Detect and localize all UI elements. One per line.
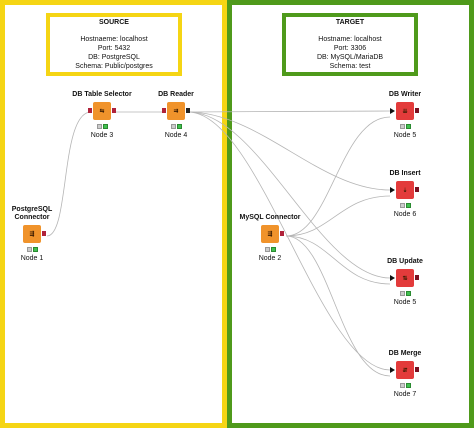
target-port: Port: 3306 xyxy=(333,45,367,52)
node-id: Node 5 xyxy=(393,132,417,139)
link-reader-to-insert xyxy=(187,111,391,191)
link-mysql-to-update xyxy=(285,235,391,285)
target-hostname: Hostname: localhost xyxy=(318,36,382,43)
node-id: Node 6 xyxy=(393,211,417,218)
db-writer-icon: ⇊ xyxy=(390,102,419,120)
link-mysql-to-merge xyxy=(285,235,391,377)
node-status-lights xyxy=(261,247,279,252)
node-id: Node 4 xyxy=(164,132,188,139)
node-label: DB Table Selector xyxy=(72,91,132,98)
node-id: Node 3 xyxy=(90,132,114,139)
node-status-lights xyxy=(396,124,414,129)
node-status-lights xyxy=(167,124,185,129)
node-id: Node 5 xyxy=(393,299,417,306)
node-label: DB Reader xyxy=(158,91,194,98)
node-label: DB Update xyxy=(387,258,423,265)
node-label: Connector xyxy=(14,214,50,221)
node-label: MySQL Connector xyxy=(239,214,301,221)
node-label: DB Writer xyxy=(388,91,422,98)
source-hostname: Hostnaeme: localhost xyxy=(80,36,148,43)
source-title: SOURCE xyxy=(99,19,129,26)
node-mysql-connector[interactable]: MySQL Connector ⇶ Node 2 xyxy=(235,214,305,263)
target-db: DB: MySQL/MariaDB xyxy=(316,54,384,61)
link-reader-to-writer xyxy=(187,110,391,113)
source-region xyxy=(0,0,227,428)
node-id: Node 2 xyxy=(258,255,282,262)
source-schema: Schema: Public/postgres xyxy=(75,63,153,70)
database-connector-icon: ⇶ xyxy=(261,225,284,243)
db-reader-icon: ⇉ xyxy=(162,102,190,120)
node-id: Node 7 xyxy=(393,391,417,398)
table-selector-icon: ⇆ xyxy=(88,102,116,120)
node-db-table-selector[interactable]: DB Table Selector ⇆ Node 3 xyxy=(67,91,137,140)
db-update-icon: ⇅ xyxy=(390,269,419,287)
node-label: DB Insert xyxy=(389,170,421,177)
link-reader-to-update xyxy=(187,111,391,279)
db-merge-icon: ⇵ xyxy=(390,361,419,379)
node-status-lights xyxy=(93,124,111,129)
link-mysql-to-writer xyxy=(285,116,391,237)
database-connector-icon: ⇶ xyxy=(23,225,46,243)
target-title: TARGET xyxy=(335,19,365,26)
node-db-update[interactable]: DB Update ⇅ Node 5 xyxy=(370,258,440,307)
db-insert-icon: ⇣ xyxy=(390,181,419,199)
link-mysql-to-insert xyxy=(285,195,391,237)
node-postgresql-connector[interactable]: PostgreSQL Connector ⇶ Node 1 xyxy=(0,206,67,263)
target-schema: Schema: test xyxy=(329,63,371,70)
node-db-insert[interactable]: DB Insert ⇣ Node 6 xyxy=(370,170,440,219)
node-db-writer[interactable]: DB Writer ⇊ Node 5 xyxy=(370,91,440,140)
node-status-lights xyxy=(396,203,414,208)
node-status-lights xyxy=(396,383,414,388)
node-db-reader[interactable]: DB Reader ⇉ Node 4 xyxy=(141,91,211,140)
node-status-lights xyxy=(396,291,414,296)
source-db: DB: PostgreSQL xyxy=(88,54,140,61)
target-region xyxy=(227,0,474,428)
source-info-box: SOURCE Hostnaeme: localhost Port: 5432 D… xyxy=(46,13,182,76)
node-status-lights xyxy=(23,247,41,252)
link-reader-to-merge xyxy=(187,111,391,371)
node-db-merge[interactable]: DB Merge ⇵ Node 7 xyxy=(370,350,440,399)
source-port: Port: 5432 xyxy=(97,45,131,52)
node-id: Node 1 xyxy=(20,255,44,262)
node-label: DB Merge xyxy=(388,350,422,357)
node-label: PostgreSQL xyxy=(11,206,53,213)
link-postgres-to-selector xyxy=(46,111,92,237)
target-info-box: TARGET Hostname: localhost Port: 3306 DB… xyxy=(282,13,418,76)
